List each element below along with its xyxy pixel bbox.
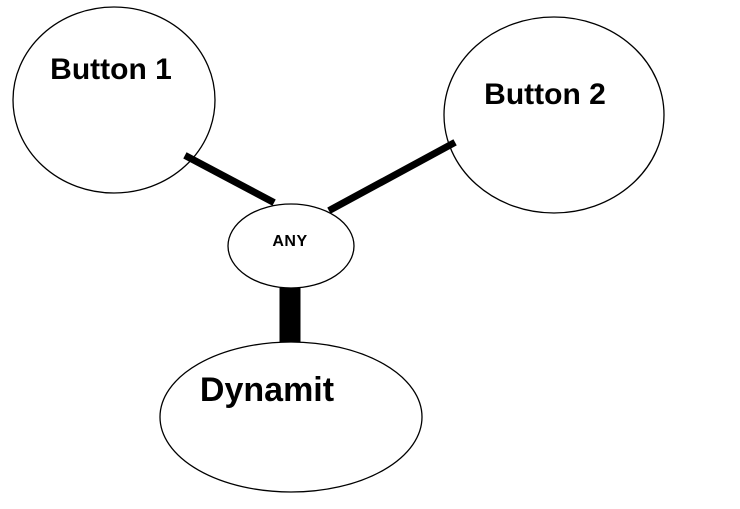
edge-button1-any: [183, 152, 276, 206]
node-button2-ellipse: [443, 16, 665, 214]
edge-any-button2: [327, 139, 457, 214]
node-dynamit-label: Dynamit: [200, 371, 334, 409]
node-button2-label: Button 2: [484, 78, 606, 111]
node-dynamit-ellipse: [159, 341, 423, 493]
node-button1-ellipse: [12, 6, 216, 194]
node-any-label: ANY: [272, 233, 307, 250]
node-button1-label: Button 1: [50, 53, 172, 86]
